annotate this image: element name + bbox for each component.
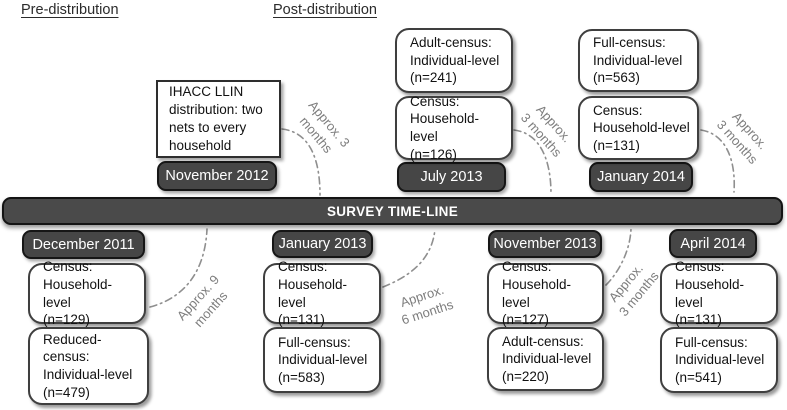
date-label: January 2014 xyxy=(597,169,685,185)
survey-box-adult-census-n241: Adult-census: Individual-level (n=241) xyxy=(395,28,513,93)
date-label: July 2013 xyxy=(420,169,483,185)
survey-box-full-census-n541: Full-census: Individual-level (n=541) xyxy=(660,327,778,393)
distribution-note-text: IHACC LLIN distribution: two nets to eve… xyxy=(169,83,263,154)
survey-box-census-n127: Census: Household-level (n=127) xyxy=(487,259,604,327)
date-badge-january-2014: January 2014 xyxy=(589,162,693,192)
distribution-note-box: IHACC LLIN distribution: two nets to eve… xyxy=(156,80,281,158)
survey-box-census-n131-jan2014: Census: Household-level (n=131) xyxy=(578,96,699,160)
pre-distribution-heading: Pre-distribution xyxy=(21,2,119,18)
interval-label-jul2013-nov2013: Approx. 3 months xyxy=(517,101,575,160)
date-label: December 2011 xyxy=(32,236,135,253)
timeline-label: SURVEY TIME-LINE xyxy=(326,203,459,219)
date-badge-november-2013: November 2013 xyxy=(488,230,602,258)
interval-label-nov2012-jan2013: Approx. 3 months xyxy=(296,97,353,156)
date-badge-december-2011: December 2011 xyxy=(22,230,145,259)
interval-label-nov2013-jan2014: Approx. 3 months xyxy=(605,260,662,320)
arc-jan2013-jul2013 xyxy=(382,228,436,288)
timeline-bar: SURVEY TIME-LINE xyxy=(2,197,783,225)
date-badge-july-2013: July 2013 xyxy=(397,162,506,192)
survey-box-full-census-n563: Full-census: Individual-level (n=563) xyxy=(578,29,699,92)
interval-label-dec2011-nov2012: Approx. 9 months xyxy=(173,271,231,330)
survey-box-reduced-census-n479: Reduced- census: Individual-level (n=479… xyxy=(28,327,149,405)
survey-box-census-n129: Census: Household-level (n=129) xyxy=(28,259,146,327)
date-badge-april-2014: April 2014 xyxy=(669,229,757,258)
date-label: April 2014 xyxy=(680,235,746,252)
interval-label-jan2013-jul2013: Approx. 6 months xyxy=(398,281,456,328)
date-badge-january-2013: January 2013 xyxy=(272,230,373,258)
date-label: January 2013 xyxy=(278,236,367,252)
survey-box-census-n131-jan2013: Census: Household-level (n=131) xyxy=(263,259,381,327)
survey-box-census-n126: Census: Household-level (n=126) xyxy=(395,94,513,162)
interval-label-jan2014-apr2014: Approx. 3 months xyxy=(713,108,771,167)
survey-box-census-n131-apr2014: Census: Household-level (n=131) xyxy=(660,259,778,327)
survey-box-full-census-n583: Full-census: Individual-level (n=583) xyxy=(263,327,381,393)
date-badge-november-2012: November 2012 xyxy=(157,161,277,191)
date-label: November 2012 xyxy=(165,168,269,184)
date-label: November 2013 xyxy=(493,236,597,252)
post-distribution-heading: Post-distribution xyxy=(273,2,377,18)
survey-box-adult-census-n220: Adult-census: Individual-level (n=220) xyxy=(487,327,604,391)
